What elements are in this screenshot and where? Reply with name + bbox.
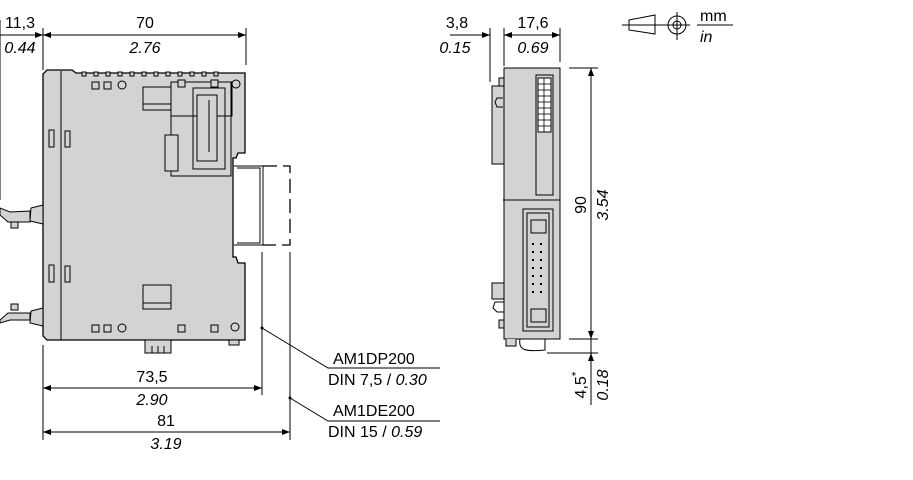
clip-in: 0.18 — [595, 369, 612, 400]
width-in: 2.76 — [128, 40, 160, 57]
depth-small-in: 2.90 — [135, 392, 167, 409]
din-rail — [234, 165, 291, 246]
unit-mm: mm — [700, 8, 727, 25]
side-view: 3,8 0.15 17,6 0.69 90 3.54 4,5* 0.18 — [439, 15, 612, 405]
depth-large-mm: 81 — [157, 413, 175, 430]
width-mm: 70 — [136, 15, 154, 32]
width-in: 0.69 — [517, 40, 548, 57]
offset-mm: 3,8 — [446, 15, 468, 32]
rail-large-model: AM1DE200 — [333, 403, 415, 420]
depth-small-mm: 73,5 — [136, 369, 167, 386]
unit-in: in — [700, 29, 713, 46]
offset-in: 0.15 — [439, 40, 470, 57]
terminal-clip — [0, 204, 44, 327]
rail-small-model: AM1DP200 — [333, 351, 415, 368]
rail-small-din: DIN 7,5 / 0.30 — [328, 372, 427, 389]
rail-large-din: DIN 15 / 0.59 — [328, 424, 422, 441]
offset-mm: 11,3 — [5, 15, 35, 32]
depth-large-in: 3.19 — [150, 436, 181, 453]
width-mm: 17,6 — [517, 15, 548, 32]
offset-in: 0.44 — [4, 40, 35, 57]
module-body — [42, 69, 246, 341]
clip-mm: 4,5* — [569, 371, 590, 398]
height-mm: 90 — [573, 196, 590, 214]
front-view: 11,3 0.44 70 2.76 73,5 2.90 81 3.19 AM1D… — [0, 15, 440, 453]
height-in: 3.54 — [595, 189, 612, 220]
projection-symbol-icon: mm in — [622, 8, 733, 46]
